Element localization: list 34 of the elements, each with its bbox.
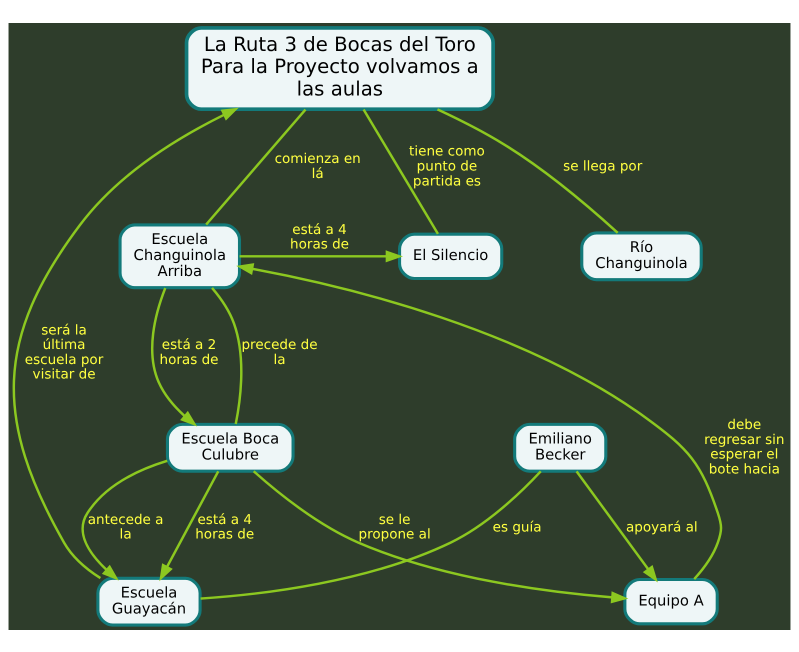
connector [211, 286, 242, 424]
edge-label: precede de la [241, 336, 318, 368]
node-box: La Ruta 3 de Bocas del Toro Para la Proyecto volvamos a las aulas [184, 26, 495, 111]
arrow [81, 459, 168, 580]
arrow [576, 470, 658, 582]
node-box: Río Changuinola [580, 230, 703, 281]
arrow [159, 470, 220, 581]
edge-label: está a 2 horas de [160, 336, 219, 368]
arrow [240, 250, 403, 262]
connector [436, 108, 619, 234]
node-box: Escuela Changuinola Arriba [118, 222, 242, 289]
node-box: Equipo A [623, 577, 719, 625]
edge-label: será la última escuela por visitar de [24, 322, 104, 382]
edge-label: se le propone al [358, 511, 431, 542]
edge-label: se llega por [563, 158, 642, 174]
connector [205, 108, 306, 225]
edge-label: debe regresar sin esperar el bote hacia [704, 416, 784, 477]
node-box: Escuela Boca Culubre [166, 422, 295, 472]
arrow [252, 470, 628, 603]
edge-label: tiene como punto de partida es [409, 143, 485, 189]
node-box: Escuela Guayacán [96, 576, 202, 626]
edge-label: antecede a la [88, 511, 164, 542]
node-box: El Silencio [398, 232, 504, 280]
edge-label: está a 4 horas de [195, 511, 254, 542]
connector [362, 108, 439, 234]
edge-label: apoyará al [626, 518, 698, 535]
arrow [12, 107, 239, 579]
arrow [236, 262, 722, 580]
edge-label: está a 4 horas de [290, 221, 350, 252]
connector [200, 470, 542, 600]
node-box: Emiliano Becker [513, 422, 608, 472]
edge-label: comienza en lá [274, 150, 361, 182]
edge-label: es guía [492, 518, 542, 535]
arrow [151, 287, 198, 426]
